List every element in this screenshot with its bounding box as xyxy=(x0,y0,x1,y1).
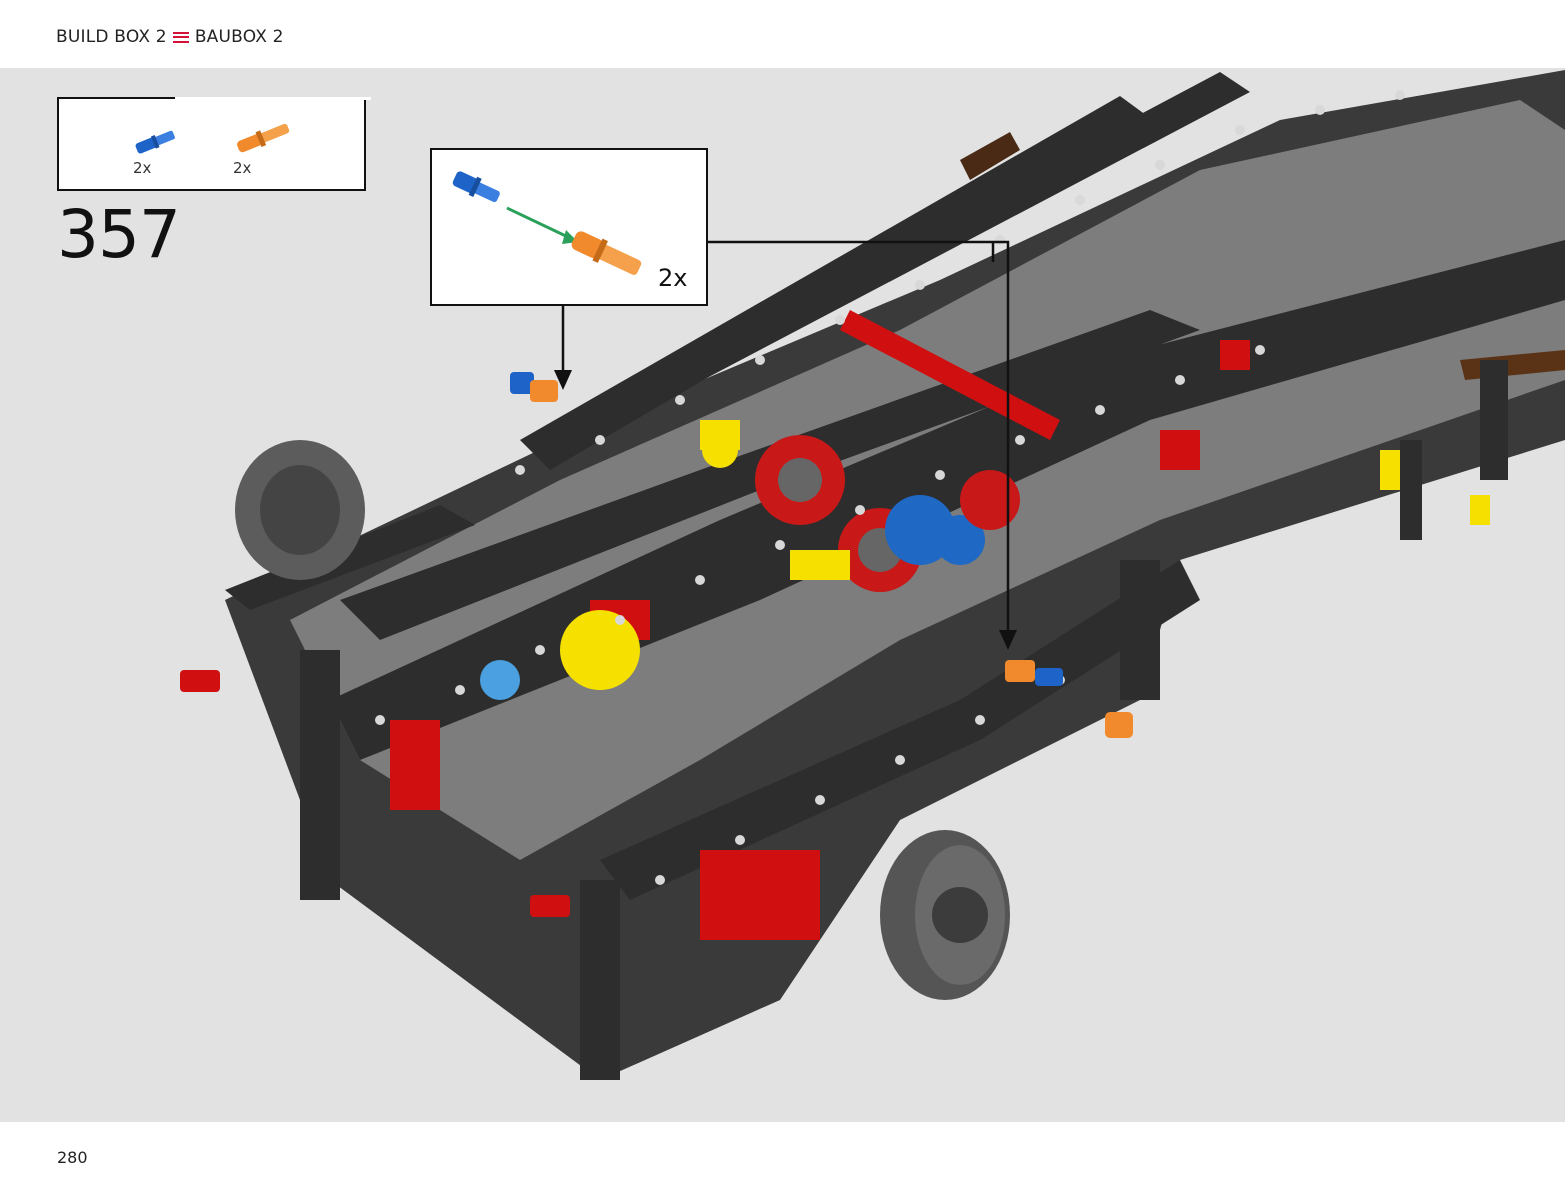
arrow-heads xyxy=(554,370,1017,650)
title-english: BUILD BOX 2 xyxy=(56,27,167,47)
truck-chassis-illustration xyxy=(180,70,1565,1080)
blue-axle-pin-icon xyxy=(135,130,175,154)
page-header: BUILD BOX 2 BAUBOX 2 xyxy=(0,0,1565,68)
orange-pin-icon xyxy=(237,123,290,153)
page-footer xyxy=(0,1122,1565,1191)
step-number: 357 xyxy=(57,196,181,273)
part-qty-blue: 2x xyxy=(133,159,152,177)
callout-orange-pin-icon xyxy=(571,231,642,275)
assembly-arrows xyxy=(561,240,1010,635)
callout-blue-pin-icon xyxy=(452,171,500,203)
callout-qty: 2x xyxy=(658,264,688,292)
instruction-illustration-area xyxy=(0,68,1565,1122)
separator-lines-icon xyxy=(172,31,189,43)
parts-list-notch xyxy=(175,97,371,100)
sub-assembly-diagram xyxy=(452,171,642,275)
callout-green-arrow xyxy=(506,206,571,240)
sub-assembly-callout: 2x xyxy=(430,148,708,306)
parts-list-box: 2x 2x xyxy=(57,97,371,191)
build-box-title: BUILD BOX 2 BAUBOX 2 xyxy=(56,27,284,47)
part-qty-orange: 2x xyxy=(233,159,252,177)
page-number: 280 xyxy=(57,1148,88,1167)
title-german: BAUBOX 2 xyxy=(194,27,284,47)
chassis-frame xyxy=(180,70,1565,1080)
